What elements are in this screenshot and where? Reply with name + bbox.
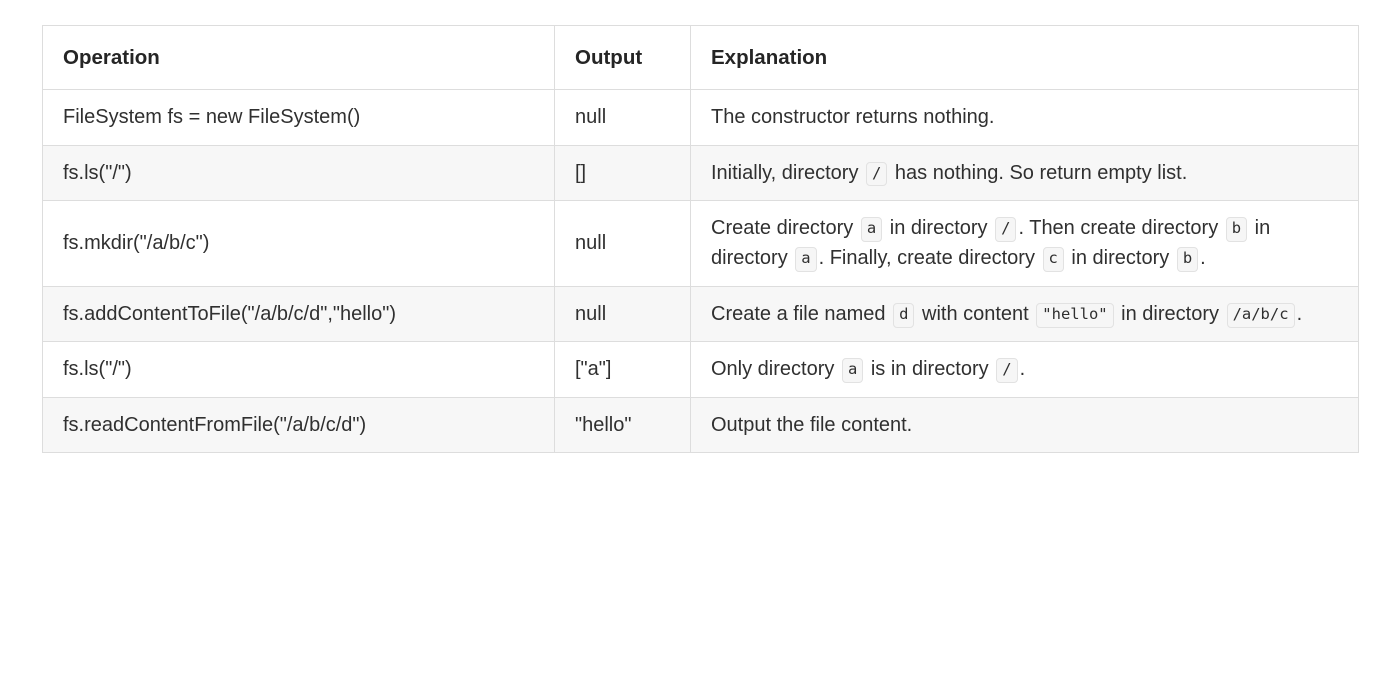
explanation-text: . xyxy=(1019,358,1026,381)
table-row: fs.readContentFromFile("/a/b/c/d")"hello… xyxy=(42,396,1359,453)
cell-explanation: The constructor returns nothing. xyxy=(690,89,1359,146)
table-row: fs.addContentToFile("/a/b/c/d","hello")n… xyxy=(42,285,1359,343)
inline-code-token: / xyxy=(995,216,1017,242)
inline-code-token: / xyxy=(996,358,1018,383)
cell-output: ["a"] xyxy=(554,341,691,398)
inline-code-token: d xyxy=(893,302,915,328)
cell-operation: fs.readContentFromFile("/a/b/c/d") xyxy=(42,396,555,453)
column-header-explanation: Explanation xyxy=(690,24,1359,91)
cell-output: "hello" xyxy=(554,396,691,453)
inline-code-token: /a/b/c xyxy=(1226,302,1295,328)
table-header: Operation Output Explanation xyxy=(42,24,1359,91)
cell-explanation: Create directory a in directory /. Then … xyxy=(690,199,1359,287)
cell-operation: FileSystem fs = new FileSystem() xyxy=(42,89,555,146)
cell-operation: fs.ls("/") xyxy=(42,341,555,398)
explanation-text: in directory xyxy=(1065,247,1175,270)
cell-explanation: Create a file named d with content "hell… xyxy=(690,285,1359,343)
explanation-text: with content xyxy=(916,302,1035,325)
inline-code-token: / xyxy=(866,161,888,187)
explanation-text: . Then create directory xyxy=(1018,216,1224,239)
inline-code-token: b xyxy=(1225,216,1248,242)
inline-code-token: c xyxy=(1042,247,1064,273)
cell-explanation: Initially, directory / has nothing. So r… xyxy=(690,144,1359,201)
column-header-operation: Operation xyxy=(42,24,555,91)
explanation-text: . xyxy=(1200,247,1206,270)
explanation-text: Create directory xyxy=(711,216,859,239)
explanation-text: Initially, directory xyxy=(711,161,865,184)
cell-output: null xyxy=(554,285,691,343)
explanation-text: has nothing. So return empty list. xyxy=(889,161,1188,184)
explanation-text: Output the file content. xyxy=(711,413,913,436)
cell-output: null xyxy=(554,89,691,146)
explanation-text: Create a file named xyxy=(711,302,892,325)
cell-output: [] xyxy=(554,144,691,201)
explanation-text: The constructor returns nothing. xyxy=(711,106,995,129)
cell-explanation: Output the file content. xyxy=(690,396,1359,453)
cell-explanation: Only directory a is in directory /. xyxy=(690,341,1359,398)
explanation-text: in directory xyxy=(711,216,1271,270)
filesystem-example-table: Operation Output Explanation FileSystem … xyxy=(42,24,1359,453)
table-header-row: Operation Output Explanation xyxy=(42,24,1359,91)
inline-code-token: a xyxy=(795,247,817,273)
table-row: fs.ls("/")["a"]Only directory a is in di… xyxy=(42,341,1359,398)
cell-operation: fs.mkdir("/a/b/c") xyxy=(42,199,555,287)
explanation-text: Only directory xyxy=(711,358,840,381)
explanation-text: . xyxy=(1296,302,1303,325)
table-row: fs.ls("/")[]Initially, directory / has n… xyxy=(42,144,1359,201)
table-row: FileSystem fs = new FileSystem()null The … xyxy=(42,89,1359,146)
cell-operation: fs.addContentToFile("/a/b/c/d","hello") xyxy=(42,285,555,343)
inline-code-token: a xyxy=(841,358,864,383)
explanation-text: . Finally, create directory xyxy=(818,247,1041,270)
explanation-text: in directory xyxy=(884,216,994,239)
inline-code-token: b xyxy=(1176,247,1199,273)
inline-code-token: a xyxy=(860,216,883,242)
explanation-text: is in directory xyxy=(865,358,995,381)
cell-output: null xyxy=(554,199,691,287)
inline-code-token: "hello" xyxy=(1036,302,1114,328)
column-header-output: Output xyxy=(554,24,691,91)
explanation-text: in directory xyxy=(1115,302,1225,325)
cell-operation: fs.ls("/") xyxy=(42,144,555,201)
